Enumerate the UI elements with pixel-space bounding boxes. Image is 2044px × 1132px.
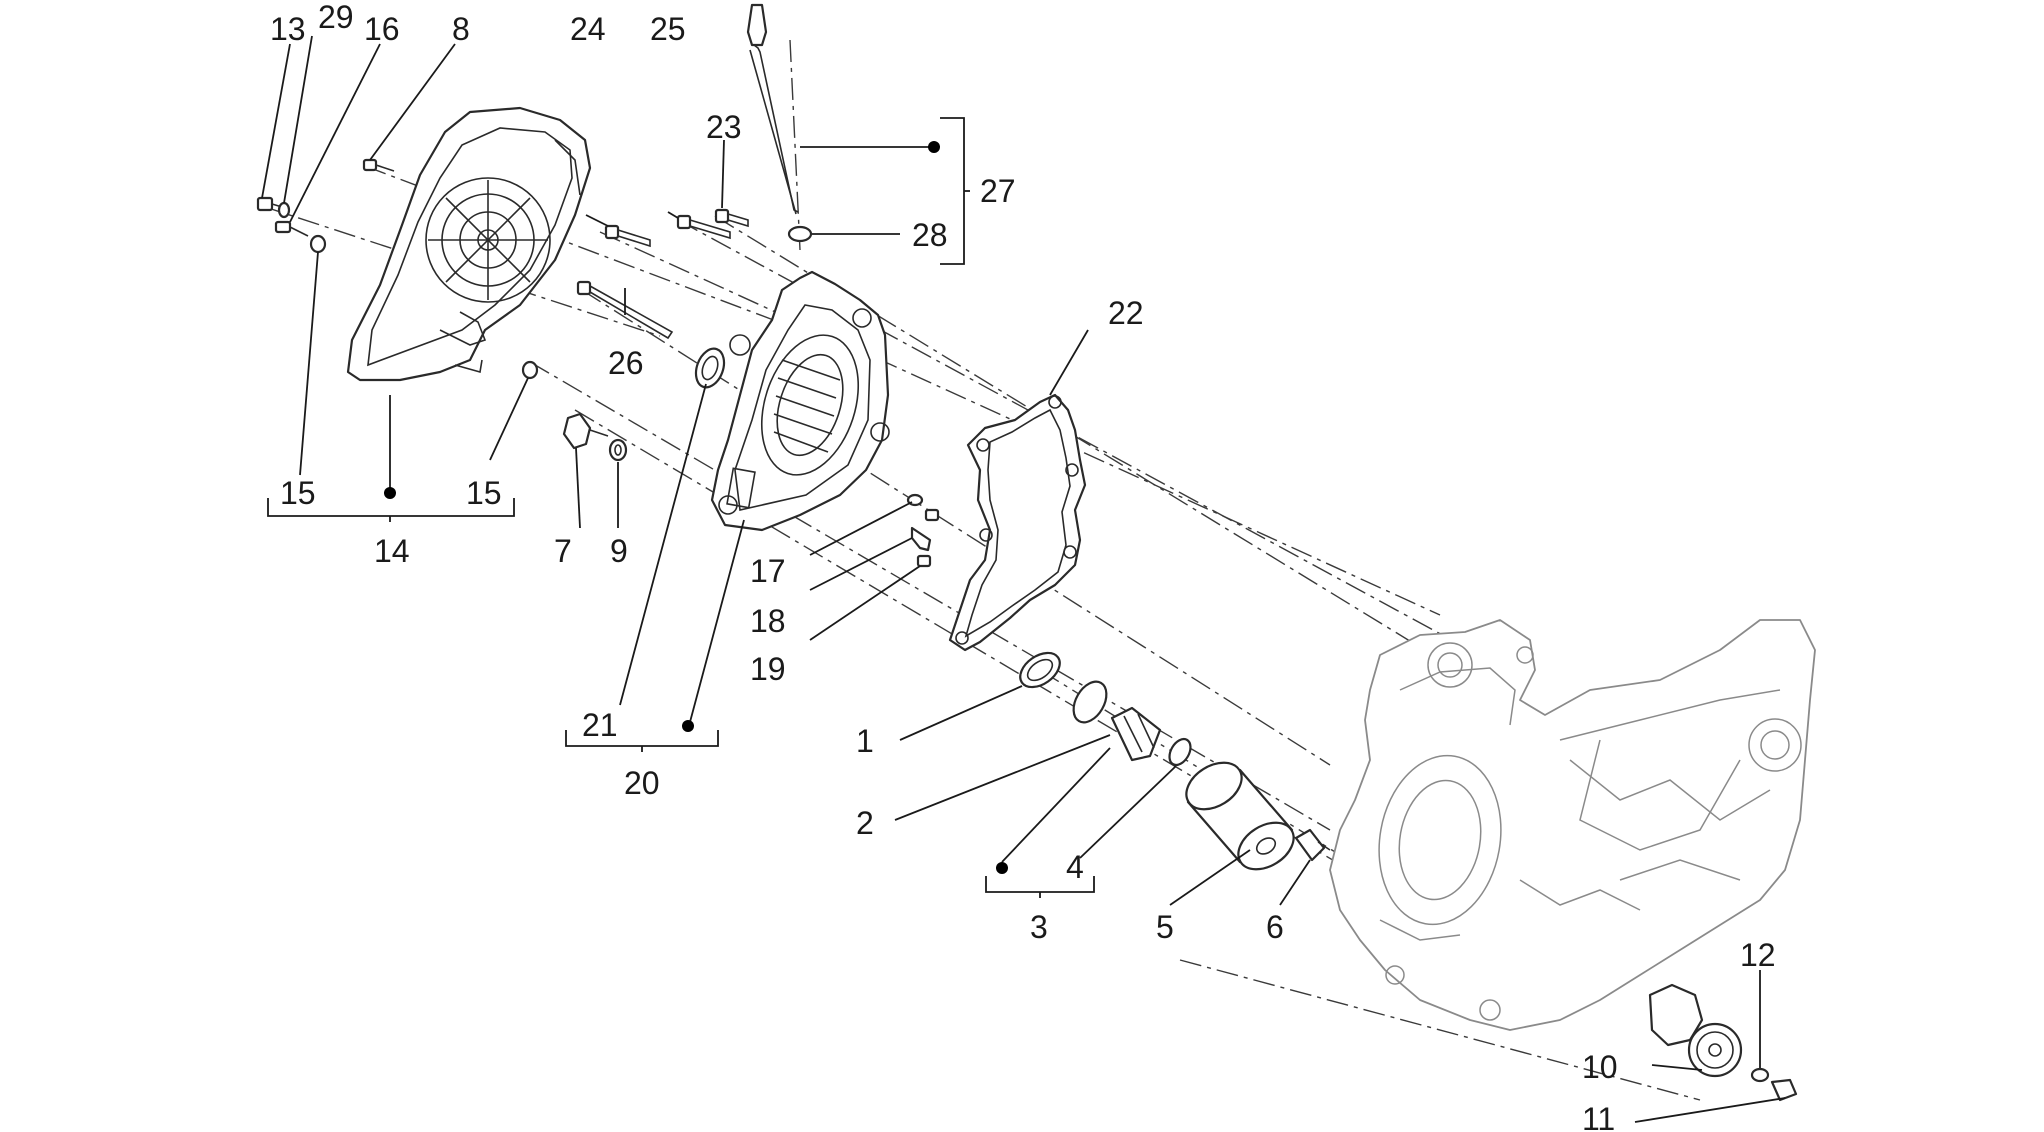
o-ring-4	[1168, 737, 1192, 767]
dot-20	[682, 720, 694, 732]
grommet-15-right	[521, 360, 539, 380]
brackets	[267, 117, 1095, 898]
fan-shroud-cover	[346, 106, 592, 382]
dot-27	[928, 141, 940, 153]
callout-22: 22	[1108, 295, 1144, 331]
screw-17	[924, 508, 940, 522]
washer-12	[1750, 1067, 1770, 1083]
crankcase	[1329, 619, 1816, 1031]
washer-29	[277, 201, 291, 219]
o-ring-2	[1072, 680, 1108, 724]
bolt-24	[604, 224, 651, 248]
callout-6: 6	[1266, 909, 1284, 945]
callout-12: 12	[1740, 937, 1776, 973]
dot-14	[384, 487, 396, 499]
callout-3: 3	[1030, 909, 1048, 945]
callout-27: 27	[980, 173, 1016, 209]
washer-9	[608, 438, 628, 462]
callout-14: 14	[374, 533, 410, 569]
callout-28: 28	[912, 217, 948, 253]
filter-screen-3	[1110, 706, 1162, 762]
callout-numbers: 13 29 16 8 24 25 23 27 28 22 26 15 15 14…	[270, 0, 1776, 1132]
callout-18: 18	[750, 603, 786, 639]
bolt-23	[714, 208, 749, 228]
callout-29: 29	[318, 0, 354, 35]
bolt-16	[274, 220, 309, 237]
callout-15-right: 15	[466, 475, 502, 511]
bolt-13	[256, 196, 283, 212]
callout-8: 8	[452, 11, 470, 47]
screw-8	[362, 158, 395, 172]
callout-24: 24	[570, 11, 606, 47]
callout-15-left: 15	[280, 475, 316, 511]
o-ring-28	[787, 225, 813, 243]
callout-26: 26	[608, 345, 644, 381]
callout-20: 20	[624, 765, 660, 801]
callout-7: 7	[554, 533, 572, 569]
callout-17: 17	[750, 553, 786, 589]
oil-seal	[694, 347, 726, 389]
callout-13: 13	[270, 11, 306, 47]
plug-1	[1019, 651, 1061, 689]
callout-4: 4	[1066, 849, 1084, 885]
fitting-6	[1294, 828, 1331, 862]
bolt-11	[1770, 1078, 1798, 1102]
callout-21: 21	[582, 707, 618, 743]
bolt-26	[576, 280, 674, 340]
callout-2: 2	[856, 805, 874, 841]
oil-pump-10	[1648, 983, 1743, 1078]
dipstick-27	[746, 3, 799, 215]
callout-9: 9	[610, 533, 628, 569]
dot-3	[996, 862, 1008, 874]
leader-lines	[261, 35, 1786, 1123]
clip-18	[910, 526, 932, 552]
callout-5: 5	[1156, 909, 1174, 945]
callout-10: 10	[1582, 1049, 1618, 1085]
callout-16: 16	[364, 11, 400, 47]
bolt-25	[676, 214, 731, 240]
callout-25: 25	[650, 11, 686, 47]
sensor-7	[562, 412, 609, 450]
side-cover	[710, 270, 890, 532]
callout-11: 11	[1582, 1101, 1615, 1132]
screw-19	[916, 554, 932, 568]
oil-filter-5	[1185, 761, 1295, 871]
callout-19: 19	[750, 651, 786, 687]
grommet-15-left	[309, 234, 327, 254]
cover-gasket	[948, 393, 1087, 652]
callout-23: 23	[706, 109, 742, 145]
callout-1: 1	[856, 723, 874, 759]
